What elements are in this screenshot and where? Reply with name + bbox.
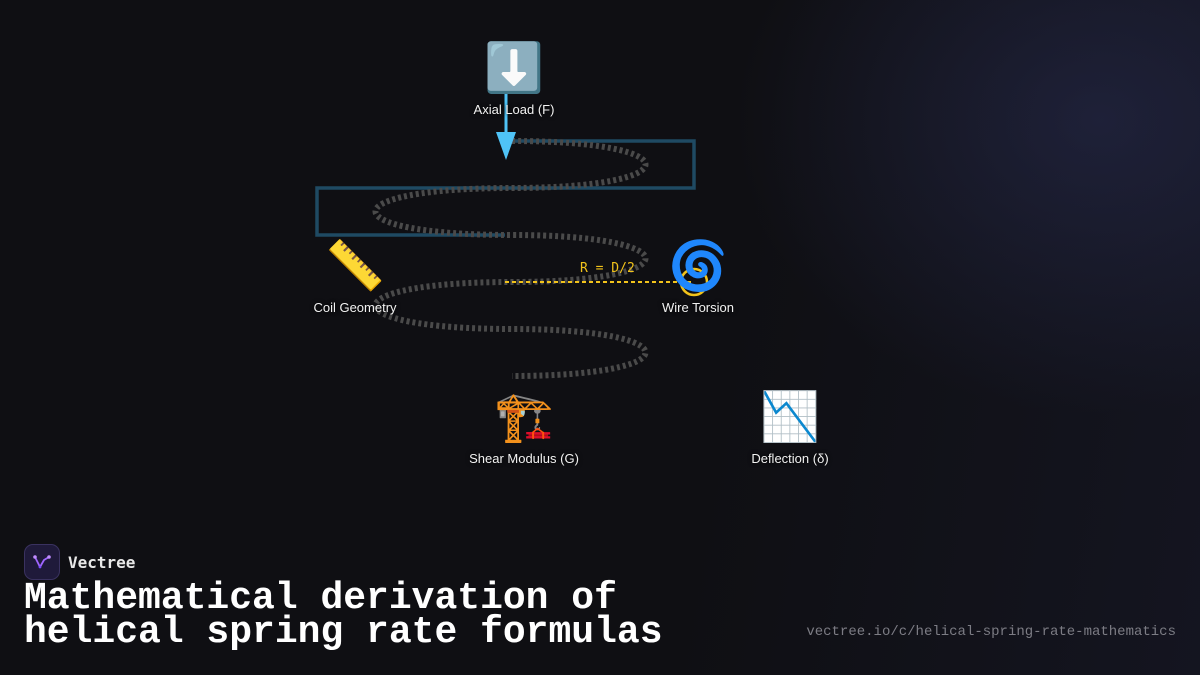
node-coil-geometry: 📏 Coil Geometry bbox=[275, 238, 435, 315]
axial-load-label: Axial Load (F) bbox=[473, 102, 555, 117]
brand[interactable]: Vectree bbox=[24, 544, 135, 580]
cyclone-icon: 🌀 bbox=[668, 238, 728, 294]
deflection-label: Deflection (δ) bbox=[751, 451, 829, 466]
page-title: Mathematical derivation of helical sprin… bbox=[24, 577, 663, 654]
brand-name: Vectree bbox=[68, 552, 136, 572]
radius-formula-label: R = D/2 bbox=[580, 261, 635, 276]
down-arrow-icon: ⬇️ bbox=[484, 40, 544, 96]
axial-load-arrow-head bbox=[496, 132, 516, 160]
shear-modulus-label: Shear Modulus (G) bbox=[469, 451, 579, 466]
chart-decreasing-icon: 📉 bbox=[760, 389, 820, 445]
wire-torsion-label: Wire Torsion bbox=[661, 300, 734, 315]
crane-icon: 🏗️ bbox=[494, 389, 554, 445]
node-deflection: 📉 Deflection (δ) bbox=[710, 389, 870, 466]
helical-spring-coil bbox=[372, 138, 649, 379]
node-shear-modulus: 🏗️ Shear Modulus (G) bbox=[444, 389, 604, 466]
vectree-logo-icon bbox=[24, 544, 60, 580]
node-wire-torsion: 🌀 Wire Torsion bbox=[618, 238, 778, 315]
wire-cross-section bbox=[679, 267, 709, 297]
coil-geometry-label: Coil Geometry bbox=[313, 300, 397, 315]
source-url[interactable]: vectree.io/c/helical-spring-rate-mathema… bbox=[806, 624, 1176, 640]
ruler-icon: 📏 bbox=[325, 238, 385, 294]
node-axial-load: ⬇️ Axial Load (F) bbox=[434, 40, 594, 117]
